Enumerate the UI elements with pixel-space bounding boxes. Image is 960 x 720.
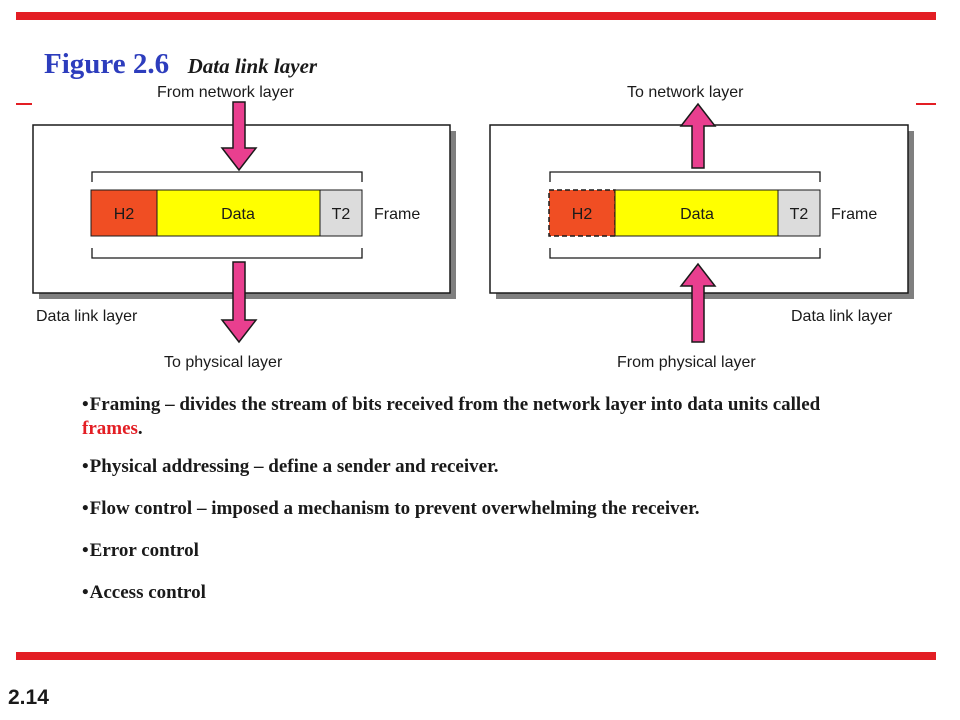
figure-caption: Data link layer xyxy=(187,54,318,78)
highlight-term: frames xyxy=(82,418,138,439)
bullet-text: Error control xyxy=(89,540,199,561)
receiver-bottom-label: From physical layer xyxy=(617,354,756,371)
receiver-t2-label: T2 xyxy=(790,206,809,223)
receiver-up-arrow-in xyxy=(679,262,717,343)
sender-t2-cell xyxy=(319,189,363,237)
slide-number: 2.14 xyxy=(8,686,49,709)
receiver-h2-cell xyxy=(548,189,616,237)
title-rule-right xyxy=(916,103,936,105)
bullet-dot: • xyxy=(82,540,89,561)
receiver-h2-label: H2 xyxy=(572,206,593,223)
receiver-top-label: To network layer xyxy=(627,84,744,101)
bullet-dot: • xyxy=(82,456,89,477)
bullet-dot: • xyxy=(82,394,89,415)
sender-data-cell xyxy=(156,189,321,237)
sender-upper-bracket xyxy=(91,171,363,182)
bottom-rule xyxy=(16,652,936,660)
data-link-layer-diagram: H2 Data T2 Frame From network layer Data… xyxy=(32,84,914,371)
page-title: Figure 2.6 Data link layer xyxy=(44,48,317,81)
receiver-box-label: Data link layer xyxy=(791,308,893,325)
receiver-t2-cell xyxy=(777,189,821,237)
bullet-access-control: •Access control xyxy=(82,581,872,605)
receiver-data-label: Data xyxy=(680,206,714,223)
bullet-text: Access control xyxy=(89,582,206,603)
receiver-upper-bracket xyxy=(549,171,821,182)
bullet-dot: • xyxy=(82,498,89,519)
sender-down-arrow-out xyxy=(220,261,258,344)
sender-box-label: Data link layer xyxy=(36,308,138,325)
bullet-dot: • xyxy=(82,582,89,603)
sender-h2-cell xyxy=(90,189,158,237)
title-rule-left xyxy=(16,103,32,105)
sender-data-label: Data xyxy=(221,206,255,223)
figure-number: Figure 2.6 xyxy=(44,48,170,80)
sender-frame-label: Frame xyxy=(374,206,420,223)
sender-lower-bracket xyxy=(91,248,363,259)
bullet-physical-addressing: •Physical addressing – define a sender a… xyxy=(82,455,872,479)
bullet-text: Flow control – imposed a mechanism to pr… xyxy=(89,498,700,519)
sender-h2-label: H2 xyxy=(114,206,135,223)
bullet-framing: •Framing – divides the stream of bits re… xyxy=(82,393,872,441)
sender-top-label: From network layer xyxy=(157,84,295,101)
bullet-list: •Framing – divides the stream of bits re… xyxy=(82,393,872,623)
receiver-panel: H2 Data T2 Frame To network layer Data l… xyxy=(489,84,914,371)
receiver-up-arrow-out xyxy=(679,102,717,169)
top-rule xyxy=(16,12,936,20)
bullet-text-end: . xyxy=(137,418,143,439)
receiver-frame-label: Frame xyxy=(831,206,877,223)
bullet-flow-control: •Flow control – imposed a mechanism to p… xyxy=(82,497,872,521)
receiver-lower-bracket xyxy=(549,248,821,259)
sender-t2-label: T2 xyxy=(332,206,351,223)
bullet-error-control: •Error control xyxy=(82,539,872,563)
sender-panel: H2 Data T2 Frame From network layer Data… xyxy=(32,84,456,371)
bullet-text: Physical addressing – define a sender an… xyxy=(89,456,499,477)
bullet-text: Framing – divides the stream of bits rec… xyxy=(89,394,821,415)
sender-bottom-label: To physical layer xyxy=(164,354,283,371)
sender-down-arrow-in xyxy=(220,101,258,172)
